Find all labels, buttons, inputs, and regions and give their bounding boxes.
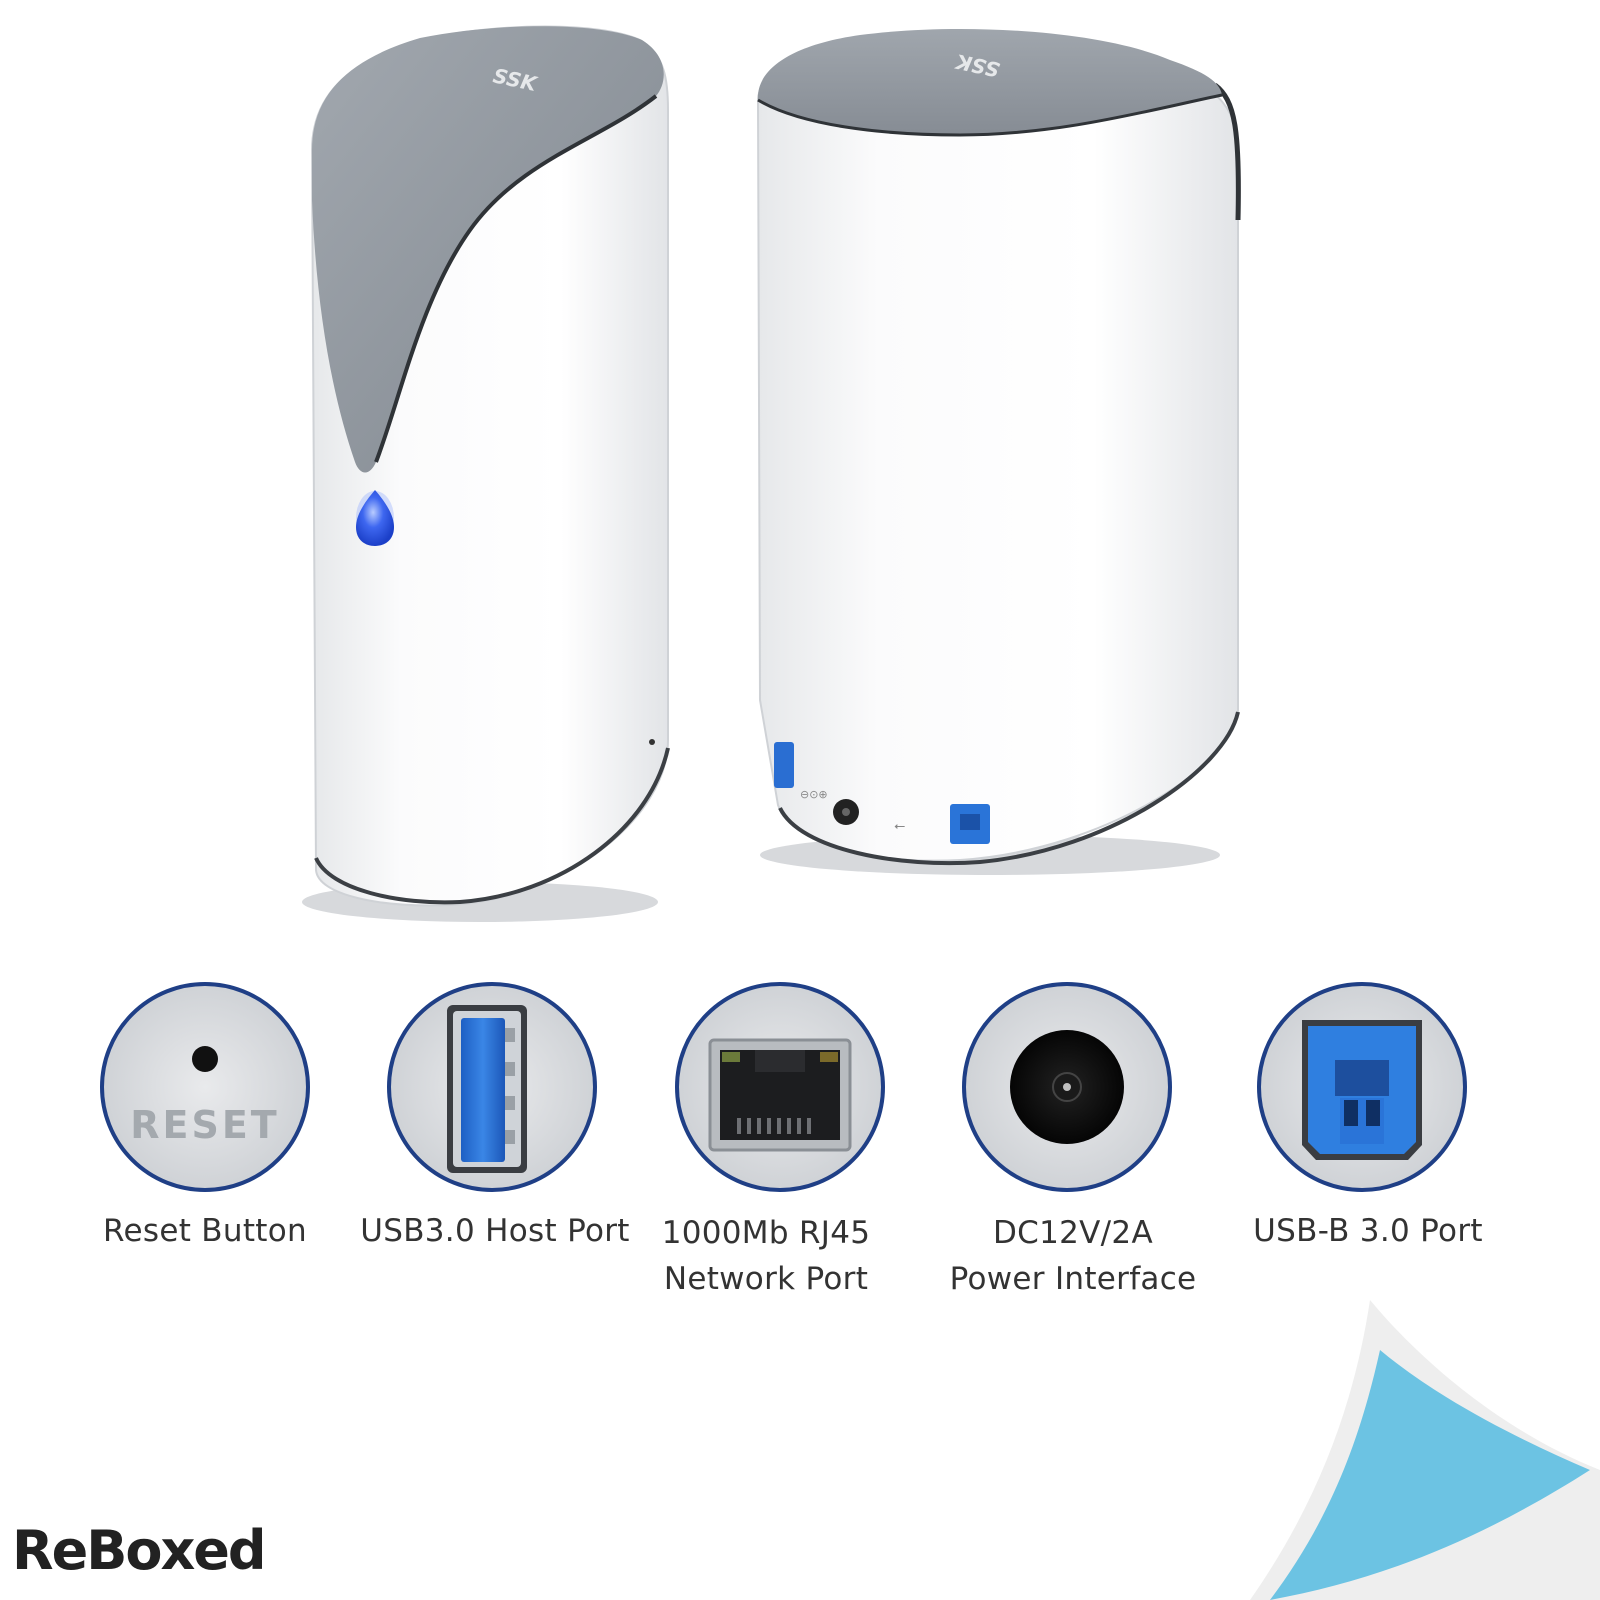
- port-label-dc-line-2: Power Interface: [949, 1261, 1197, 1297]
- usb-b-port-icon: [1257, 982, 1467, 1192]
- back-device-cap: [757, 28, 1222, 136]
- port-label-reset: Reset Button: [55, 1208, 355, 1254]
- port-label-rj45-line-2: Network Port: [663, 1261, 869, 1297]
- back-device-rim: [778, 711, 1240, 866]
- usb-a-port-icon: [387, 982, 597, 1192]
- front-reset-hole: [649, 739, 655, 745]
- port-label-rj45: 1000Mb RJ45 Network Port: [616, 1210, 916, 1302]
- port-label-usb-a-line-1: USB3.0 Host Port: [360, 1213, 630, 1249]
- back-device: SSK ⊖⊙⊕ ⭠: [756, 28, 1241, 875]
- front-device: SSK: [302, 25, 670, 922]
- front-device-cap: [312, 26, 664, 473]
- port-label-dc: DC12V/2A Power Interface: [923, 1210, 1223, 1302]
- brand-logo: ReBoxed: [12, 1519, 267, 1582]
- reset-button-icon: RESET: [100, 982, 310, 1192]
- front-device-rim: [314, 747, 670, 905]
- dc-jack-icon: [962, 982, 1172, 1192]
- port-label-rj45-line-1: 1000Mb RJ45: [661, 1215, 871, 1251]
- page-curl-decoration: [1250, 1300, 1600, 1600]
- port-label-reset-line-1: Reset Button: [103, 1213, 307, 1249]
- back-usb-symbol: ⭠: [894, 818, 905, 834]
- reset-inset-text: RESET: [130, 1103, 279, 1147]
- port-label-usb-b: USB-B 3.0 Port: [1218, 1208, 1518, 1254]
- back-device-body: [756, 70, 1239, 862]
- rj45-port-icon: [675, 982, 885, 1192]
- back-dc-symbol: ⊖⊙⊕: [800, 788, 828, 801]
- port-label-dc-line-1: DC12V/2A: [993, 1215, 1153, 1251]
- port-label-usb-b-line-1: USB-B 3.0 Port: [1253, 1213, 1483, 1249]
- back-rj45-port: [774, 742, 794, 788]
- status-led-icon: [356, 490, 394, 546]
- port-label-usb-a: USB3.0 Host Port: [345, 1208, 645, 1254]
